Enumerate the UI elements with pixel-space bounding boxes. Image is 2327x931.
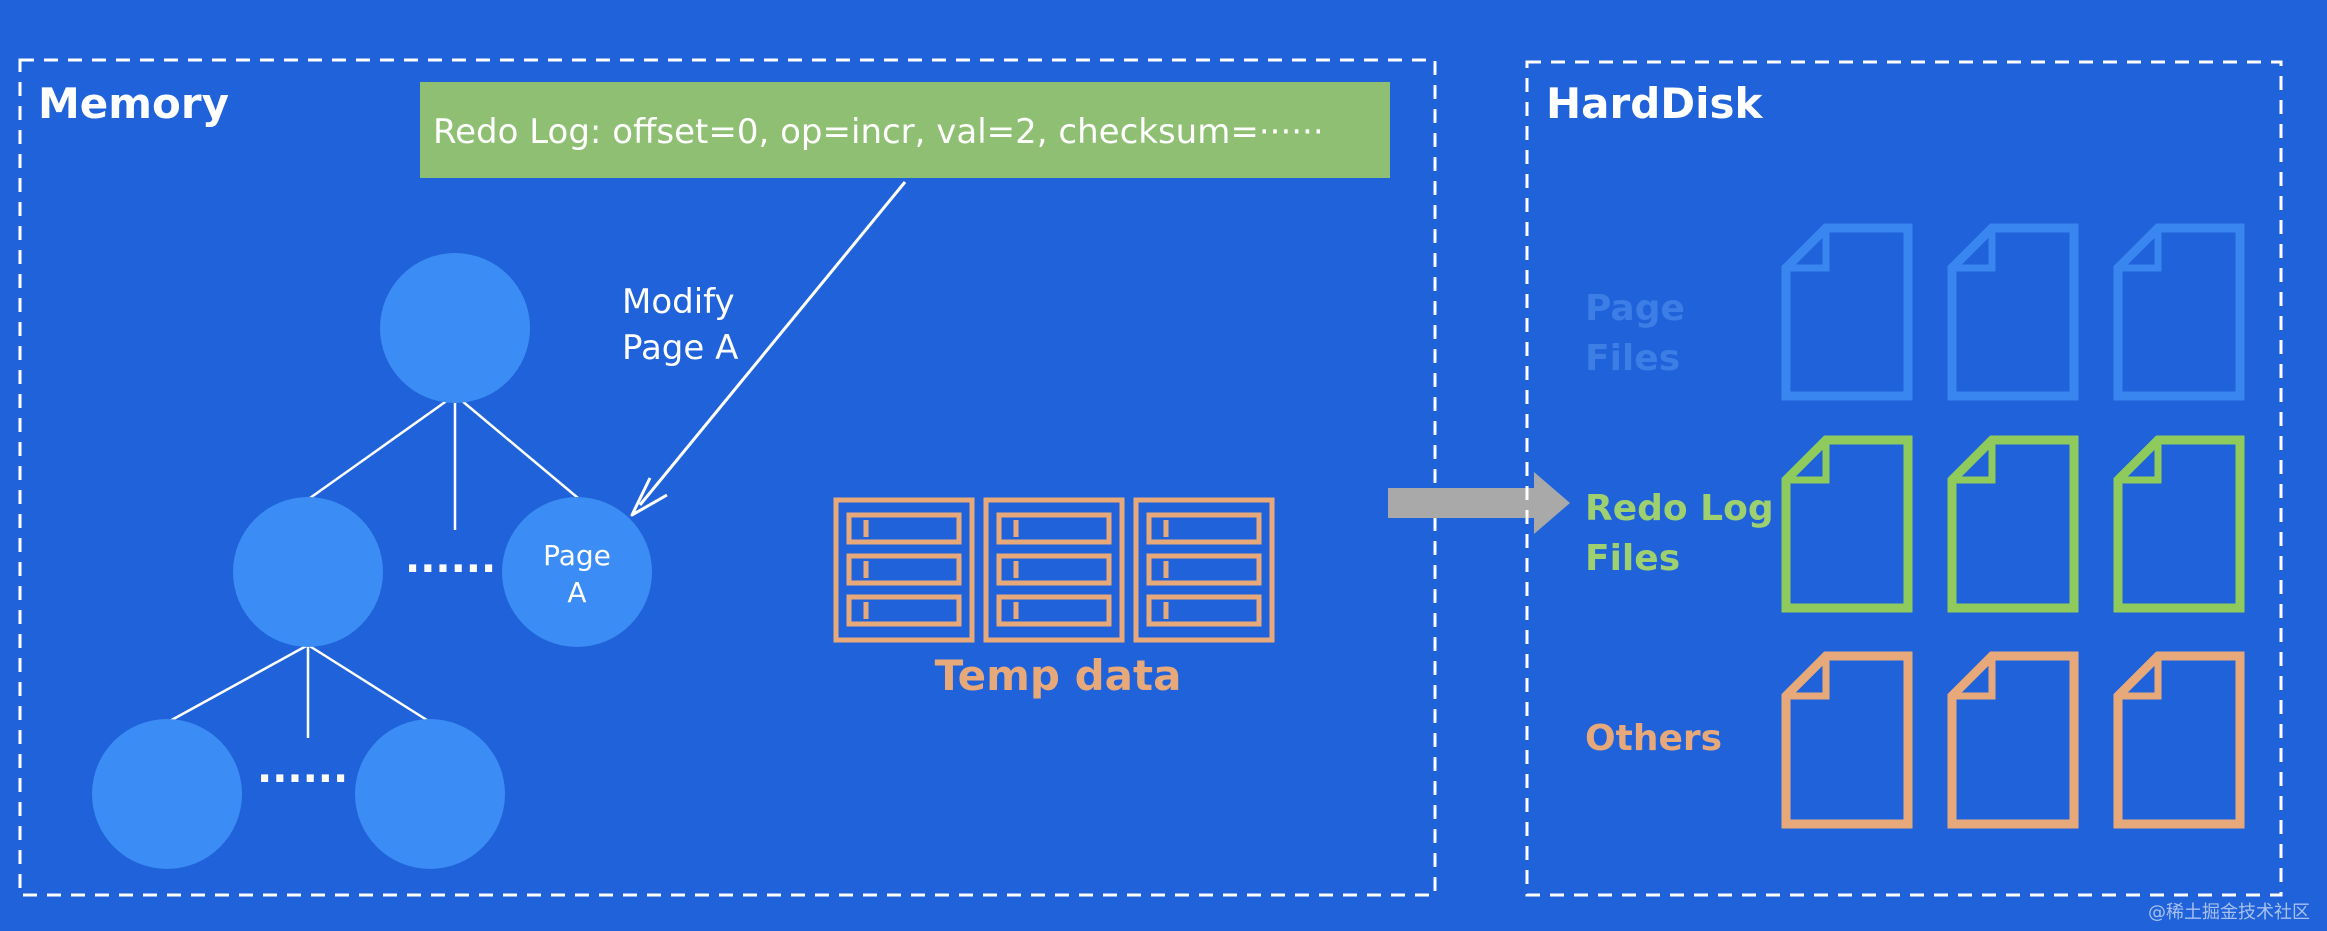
server-rack-icon	[833, 497, 975, 643]
page-files-label-line1: Page	[1585, 288, 1685, 329]
watermark: @稀土掘金技术社区	[2148, 902, 2310, 923]
file-icon	[1781, 223, 1913, 401]
tree-node-left	[233, 497, 383, 647]
server-rack-icon	[1133, 497, 1275, 643]
modify-label-line2: Page A	[622, 328, 738, 368]
page-files-label-line2: Files	[1585, 338, 1680, 379]
tree-node-root	[380, 253, 530, 403]
redo-log-text: Redo Log: offset=0, op=incr, val=2, chec…	[433, 112, 1324, 152]
file-icon	[1781, 435, 1913, 613]
memory-title: Memory	[38, 79, 229, 128]
others-label: Others	[1585, 718, 1722, 759]
tree-node-page-a	[502, 497, 652, 647]
redo-log-files-label-line1: Redo Log	[1585, 488, 1774, 529]
modify-arrow-head	[630, 477, 668, 517]
harddisk-title: HardDisk	[1546, 79, 1764, 128]
server-rack-icon	[983, 497, 1125, 643]
file-icon	[1947, 223, 2079, 401]
modify-arrow-line	[638, 181, 907, 506]
sibling-dots: ......	[405, 536, 496, 582]
tree-node-leaf-right	[355, 719, 505, 869]
modify-label-line1: Modify	[622, 282, 735, 322]
file-icon	[2113, 651, 2245, 829]
redo-log-box	[420, 82, 1390, 178]
file-icon	[1947, 435, 2079, 613]
temp-data-icon	[833, 497, 1275, 643]
leaf-dots: ......	[257, 746, 348, 792]
page-a-label-line1: Page	[543, 539, 611, 572]
tree-edges	[167, 393, 579, 738]
file-icon	[1781, 651, 1913, 829]
file-icon	[2113, 435, 2245, 613]
file-icon-grid	[1781, 223, 2245, 829]
memory-panel	[18, 58, 1437, 897]
flush-arrow	[1388, 472, 1570, 534]
tree-node-leaf-left	[92, 719, 242, 869]
file-icon	[2113, 223, 2245, 401]
page-a-label-line2: A	[567, 576, 586, 609]
temp-data-label: Temp data	[935, 651, 1182, 700]
redo-log-files-label-line2: Files	[1585, 538, 1680, 579]
file-icon	[1947, 651, 2079, 829]
